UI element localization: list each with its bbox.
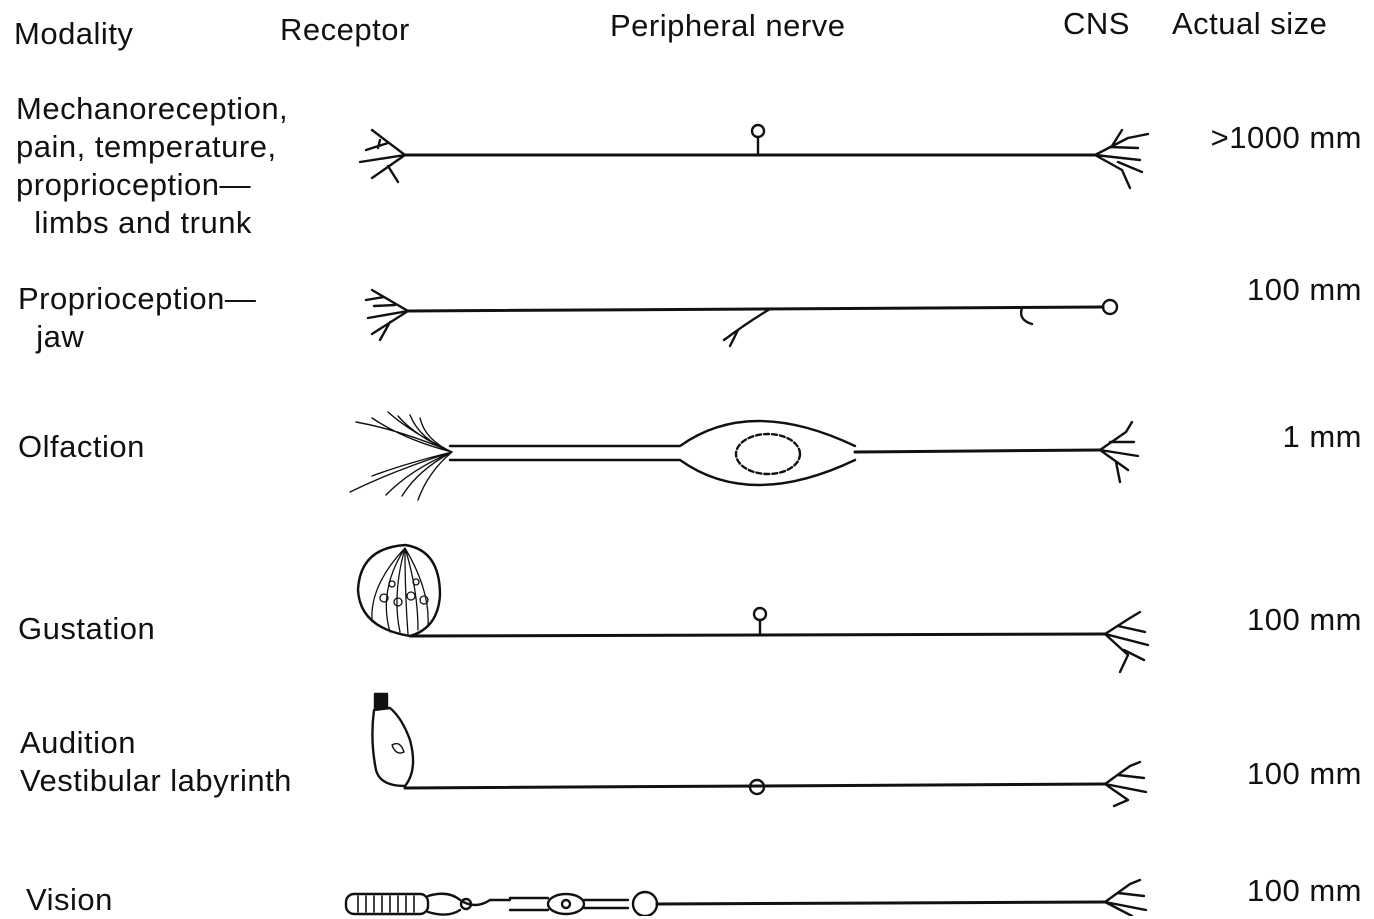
- collateral-branch: [724, 309, 770, 346]
- cell-body: [752, 125, 764, 137]
- stereocilia-bundle: [375, 694, 387, 708]
- receptor-spindle-endings: [366, 290, 408, 340]
- axon: [405, 784, 1105, 788]
- olfactory-cilia: [350, 412, 452, 500]
- cns-terminal-branches: [1105, 612, 1148, 672]
- cns-terminal-branches: [1105, 880, 1146, 916]
- cns-terminal-branches: [1105, 762, 1146, 806]
- axon: [410, 634, 1105, 636]
- nucleus: [736, 434, 800, 474]
- dendrite-and-soma: [450, 421, 855, 485]
- cns-terminal-branches: [1100, 422, 1138, 482]
- axon: [657, 902, 1105, 904]
- neuron-olfaction: [350, 412, 1138, 500]
- neuron-mechanoreception: [360, 125, 1148, 188]
- cell-body: [1103, 300, 1117, 314]
- small-collateral: [1021, 308, 1032, 324]
- neuron-gustation: [358, 545, 1148, 672]
- neuron-audition: [372, 694, 1146, 806]
- neuron-proprioception-jaw: [366, 290, 1117, 346]
- cell-body: [754, 608, 766, 620]
- ganglion-cell: [633, 892, 657, 916]
- receptor-free-nerve-endings: [360, 130, 405, 182]
- taste-bud-cells: [372, 548, 428, 634]
- cns-terminal-branches: [1095, 130, 1148, 188]
- neuron-vision: [346, 880, 1146, 916]
- axon: [855, 450, 1100, 452]
- bipolar-cell: [548, 894, 584, 914]
- axon: [408, 307, 1103, 311]
